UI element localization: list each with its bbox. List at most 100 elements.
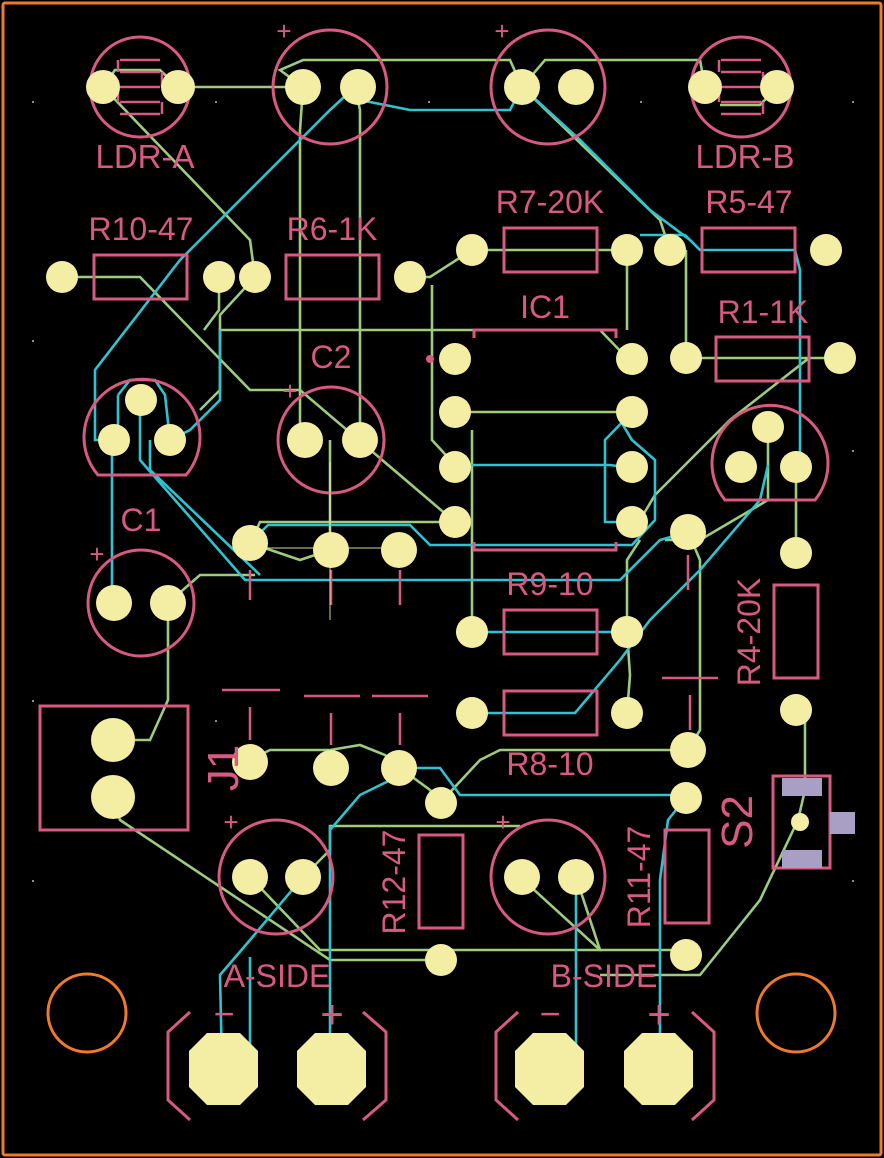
label-r10: R10-47	[89, 211, 194, 247]
ic1-pad-5	[616, 506, 648, 538]
q1-pad-top	[125, 384, 157, 416]
c1-pad-2	[150, 585, 186, 621]
q1-outline	[82, 377, 202, 477]
q2-pad-left	[725, 451, 757, 483]
ic1-pad-4	[439, 506, 471, 538]
c2-pad-2	[342, 422, 378, 458]
q4-pad	[670, 514, 706, 550]
battery-b-outline	[494, 1010, 716, 1122]
r8-body	[502, 689, 599, 737]
ic1-pad-1	[439, 343, 471, 375]
led-b-outline	[489, 818, 607, 936]
r7-pad-2	[611, 234, 643, 266]
r8-pad-1	[456, 697, 488, 729]
r12-pad-1	[425, 787, 457, 819]
label-b-side: B-SIDE	[551, 958, 658, 994]
ic1-pad-2	[439, 396, 471, 428]
r4-body	[772, 583, 820, 680]
led-a-pad-1	[232, 859, 268, 895]
battery-b-plus-pad	[624, 1033, 693, 1105]
label-r6: R6-1K	[287, 211, 378, 247]
r5-pad-2	[810, 234, 842, 266]
ldr-a-pad-2	[161, 70, 195, 104]
c1-pad-1	[96, 585, 132, 621]
plus-led-a: +	[223, 807, 238, 837]
ic1-pad-6	[616, 451, 648, 483]
ic1-pad-3	[439, 451, 471, 483]
r7-body	[502, 226, 599, 274]
led-2-pad-1	[504, 69, 540, 105]
q5-pad-1	[232, 744, 268, 780]
plus-battery-b: +	[647, 993, 670, 1037]
plus-led-2: +	[494, 16, 509, 46]
r9-pad-2	[611, 616, 643, 648]
label-r11: R11-47	[621, 826, 657, 929]
led-a-outline	[217, 818, 335, 936]
transistor-marks	[222, 555, 718, 745]
led-1-outline	[271, 28, 389, 146]
r10-pad-1	[46, 261, 78, 293]
ldr-b-pad-2	[760, 70, 794, 104]
q2-outline	[710, 403, 830, 502]
label-r8: R8-10	[506, 746, 593, 782]
mounting-hole-left	[46, 972, 128, 1054]
label-a-side: A-SIDE	[224, 958, 331, 994]
j1-pad-2	[91, 775, 135, 819]
ldr-a-pad-1	[86, 70, 120, 104]
r1-pad-1	[670, 342, 702, 374]
pads	[46, 69, 856, 1105]
r1-body	[714, 335, 811, 383]
r12-pad-2	[425, 944, 457, 976]
r9-pad-1	[456, 616, 488, 648]
r10-body	[92, 253, 189, 301]
plus-c1: +	[89, 539, 104, 569]
battery-a-plus-pad	[297, 1033, 366, 1105]
labels: LDR-A LDR-B R10-47 R6-1K R7-20K R5-47 IC…	[89, 16, 809, 1037]
plus-battery-a: +	[320, 993, 343, 1037]
led-b-pad-2	[558, 859, 594, 895]
label-r9: R9-10	[506, 566, 593, 602]
ic1-outline	[426, 328, 618, 552]
battery-b-minus-pad	[515, 1033, 584, 1105]
label-r7: R7-20K	[496, 184, 605, 220]
r11-body	[663, 828, 711, 925]
r6-body	[284, 253, 381, 301]
q3-pad-3	[381, 532, 417, 568]
r12-body	[417, 833, 465, 930]
label-j1: J1	[199, 745, 248, 791]
c2-outline	[276, 385, 386, 495]
label-r1: R1-1K	[718, 294, 809, 330]
q2-pad-right	[780, 451, 812, 483]
led-2-outline	[489, 28, 607, 146]
r7-pad-1	[456, 234, 488, 266]
label-r12: R12-47	[376, 830, 412, 935]
label-c1: C1	[121, 502, 162, 538]
r4-pad-2	[780, 694, 812, 726]
q1-pad-right	[154, 424, 186, 456]
r5-pad-1	[654, 234, 686, 266]
battery-a-minus-pad	[189, 1033, 258, 1105]
r11-pad-2	[670, 939, 702, 971]
plus-led-b: +	[495, 807, 510, 837]
j1-outline	[38, 704, 190, 832]
c1-outline	[86, 548, 196, 658]
r9-body	[502, 608, 599, 656]
r8-pad-2	[611, 697, 643, 729]
r11-pad-1	[670, 782, 702, 814]
ic1-pad-8	[616, 343, 648, 375]
label-s2: S2	[713, 795, 762, 849]
plus-c2: +	[282, 376, 297, 406]
battery-a-outline	[166, 1010, 388, 1122]
led-2-pad-2	[558, 69, 594, 105]
led-1-pad-1	[285, 69, 321, 105]
label-c2: C2	[311, 339, 352, 375]
led-1-pad-2	[340, 69, 376, 105]
led-a-pad-2	[285, 859, 321, 895]
minus-battery-b: −	[539, 993, 560, 1034]
r5-body	[700, 226, 797, 274]
plus-led-1: +	[276, 16, 291, 46]
q1-pad-left	[98, 424, 130, 456]
